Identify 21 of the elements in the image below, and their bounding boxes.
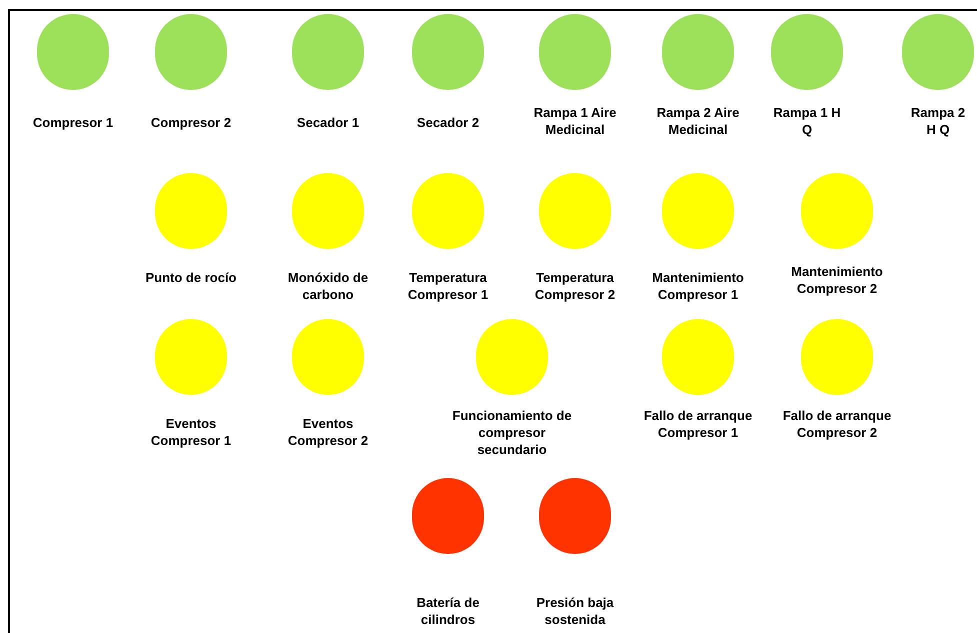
indicator-label: Compresor 1: [32, 114, 114, 131]
indicator-label: Fallo de arranque Compresor 1: [642, 407, 754, 441]
indicator-label: Monóxido de carbono: [286, 269, 370, 303]
indicator-label: Eventos Compresor 1: [150, 415, 232, 449]
indicator-label: Batería de cilindros: [416, 594, 480, 628]
indicator-label: Secador 1: [296, 114, 360, 131]
indicator-label: Secador 2: [416, 114, 480, 131]
indicator-label: Mantenimiento Compresor 1: [651, 269, 745, 303]
indicator-label: Rampa 1 Aire Medicinal: [532, 104, 618, 138]
indicator-label: Temperatura Compresor 2: [534, 269, 616, 303]
indicator-label: Eventos Compresor 2: [286, 415, 370, 449]
indicator-label: Mantenimiento Compresor 2: [790, 263, 884, 297]
indicator-label: Compresor 2: [150, 114, 232, 131]
indicator-label: Rampa 1 H Q: [772, 104, 842, 138]
indicator-label: Temperatura Compresor 1: [406, 269, 490, 303]
indicator-label: Rampa 2 Aire Medicinal: [656, 104, 740, 138]
indicator-label: Fallo de arranque Compresor 2: [782, 407, 892, 441]
indicator-label: Rampa 2 H Q: [910, 104, 966, 138]
indicator-label: Presión baja sostenida: [535, 594, 615, 628]
indicator-label: Funcionamiento de compresor secundario: [451, 407, 573, 458]
indicator-label: Punto de rocío: [146, 269, 236, 286]
